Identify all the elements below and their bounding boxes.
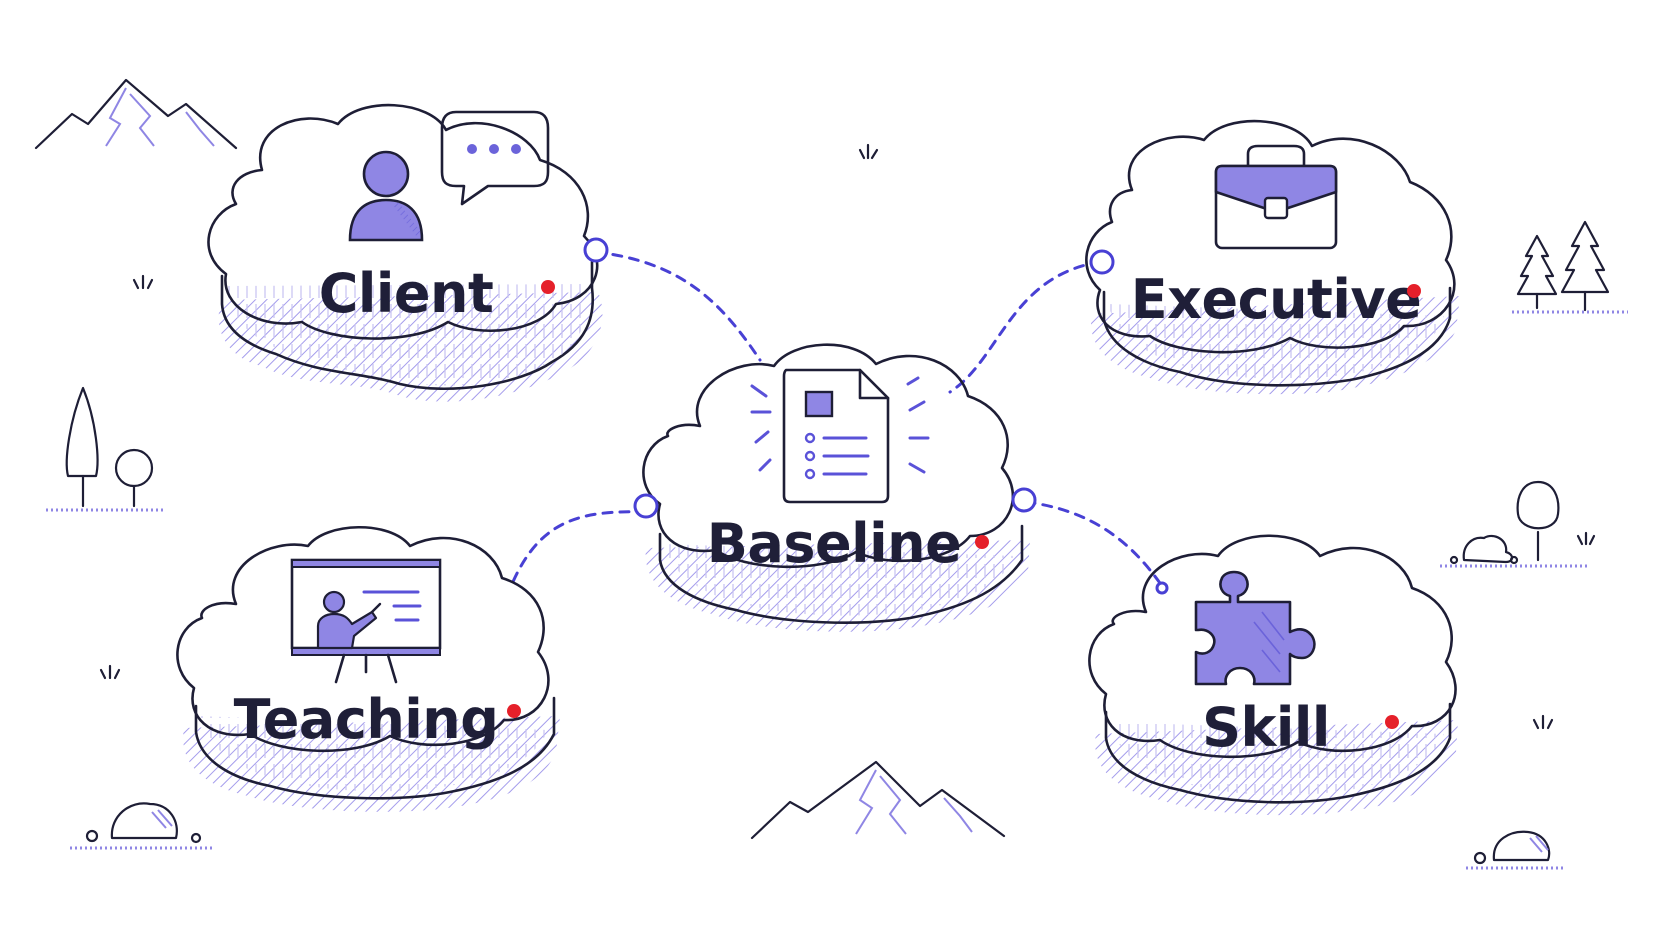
status-dot — [507, 704, 521, 718]
node-client[interactable]: Client — [207, 103, 609, 402]
trees-left-icon — [46, 386, 164, 512]
node-executive[interactable]: Executive — [1085, 119, 1460, 395]
edge-executive-baseline — [948, 260, 1102, 394]
status-dot — [1385, 715, 1399, 729]
rocks-bottom-left-icon — [70, 802, 214, 850]
node-baseline[interactable]: Baseline — [633, 343, 1037, 632]
status-dot — [1407, 284, 1421, 298]
pine-trees-icon — [1512, 220, 1628, 314]
document-icon — [750, 368, 930, 504]
node-label: Executive — [1131, 268, 1421, 331]
connector-port[interactable] — [1155, 581, 1169, 595]
chat-bubble-icon — [440, 110, 550, 206]
connector-port[interactable] — [1011, 487, 1037, 513]
teacher-board-icon — [290, 558, 442, 684]
tree-bush-right-icon — [1440, 480, 1588, 568]
grass-icon — [99, 143, 1596, 730]
mountains-top-left-icon — [34, 78, 238, 150]
node-label: Teaching — [234, 688, 499, 751]
node-label: Client — [319, 262, 494, 325]
connectors — [510, 250, 1164, 588]
connector-port[interactable] — [633, 493, 659, 519]
node-teaching[interactable]: Teaching — [176, 525, 560, 812]
status-dot — [975, 535, 989, 549]
node-skill[interactable]: Skill — [1088, 534, 1458, 816]
node-label: Skill — [1202, 696, 1330, 759]
connector-port[interactable] — [583, 237, 609, 263]
mountains-bottom-icon — [750, 760, 1006, 840]
connector-port[interactable] — [1089, 249, 1115, 275]
edge-client-baseline — [594, 250, 762, 362]
rock-bottom-right-icon — [1466, 830, 1566, 870]
scenery — [34, 78, 1628, 870]
status-dot — [541, 280, 555, 294]
edge-skill-baseline — [1024, 500, 1164, 588]
briefcase-icon — [1214, 144, 1338, 250]
person-icon — [348, 150, 424, 242]
edge-teaching-baseline — [510, 510, 648, 586]
puzzle-piece-icon — [1194, 570, 1316, 686]
node-label: Baseline — [707, 512, 961, 575]
